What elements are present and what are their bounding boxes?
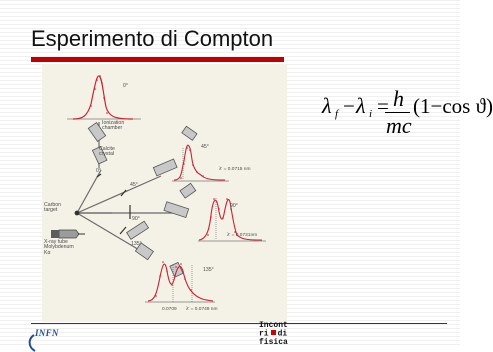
detector-135-box (126, 220, 150, 240)
incontri-logo-line-2-right: di (277, 329, 288, 339)
top-spectrum (67, 75, 141, 120)
carbon-target-marker (74, 210, 80, 216)
xray-tube-body (58, 229, 80, 239)
slit-135-degree (119, 226, 127, 235)
compton-equation: λ f − λ i = h mc (1−cos ϑ) (322, 86, 493, 138)
detector-boxes (87, 122, 198, 278)
top-angle-label: 0° (123, 83, 128, 89)
source-rays (76, 122, 174, 255)
graph-45-detector (181, 125, 198, 141)
equation-lambda-initial: λ (356, 93, 366, 118)
spectrum-135-points (155, 261, 192, 297)
top-spectrum-curve (72, 75, 134, 120)
infn-logo: INFN (27, 327, 65, 352)
equation-lambda-final: λ (322, 93, 332, 118)
footer-rule (31, 323, 447, 324)
spectrum-45 (172, 144, 229, 182)
equation-denominator: mc (386, 113, 412, 138)
infn-logo-text: INFN (35, 328, 59, 338)
incontri-logo-line-3: fisica (259, 338, 288, 348)
equation-equals-sign: = (377, 94, 389, 118)
detector-45-box (152, 158, 178, 177)
xray-tube-cap (51, 230, 59, 238)
equation-numerator: h (393, 86, 404, 111)
ray-to-ionization-chamber (76, 169, 102, 214)
forty-five-angle-label: 45° (130, 182, 138, 188)
incontri-red-square-icon (270, 330, 276, 336)
ninety-angle-label: 90° (132, 216, 140, 222)
equation-bracket-term: (1−cos ϑ) (413, 94, 493, 118)
graph-45-wavelength-label: λ' = 0.0715 nm (219, 167, 251, 172)
incontri-logo-line-1: Incont (259, 321, 288, 330)
slide-title: Esperimento di Compton (31, 26, 274, 51)
infn-swoosh-icon (28, 334, 36, 352)
spectrum-90 (198, 198, 266, 242)
equation-initial-subscript: i (369, 108, 373, 120)
one-thirty-five-angle-label: 135° (131, 241, 142, 247)
graph-90-detector (179, 182, 197, 199)
bottom-axis-right-label: λ' = 0.0749 nm (186, 307, 218, 312)
equation-final-subscript: f (335, 108, 339, 120)
title-underline (31, 57, 284, 62)
ionization-chamber-box (87, 122, 107, 142)
incontri-logo-line-2-left: ri (259, 329, 269, 339)
graph-90-angle-label: 90° (230, 203, 238, 209)
spectrum-45-points (180, 147, 204, 179)
xray-tube-icon (51, 229, 85, 239)
detector-90-box (163, 201, 190, 218)
compton-experiment-figure: 0° Ionization chamber Calcite crystal 0°… (42, 64, 287, 322)
spectrum-90-curve (198, 198, 263, 241)
ray-45-degree (76, 175, 162, 214)
bottom-axis-left-label: 0.0709 (162, 307, 177, 312)
spectrum-135-curve (147, 263, 214, 302)
ray-135-degree (76, 212, 147, 255)
ionization-chamber-label: Ionization chamber (102, 120, 125, 132)
slits (96, 173, 131, 235)
slit-45-degree (120, 189, 127, 197)
top-spectrum-points (90, 75, 108, 114)
equation-minus-sign: − (343, 94, 355, 118)
spectrum-90-points (207, 198, 236, 236)
graph-135-angle-label: 135° (203, 267, 214, 273)
slit-zero-degree (96, 173, 102, 178)
spectrum-135 (145, 261, 215, 303)
figure-background (42, 64, 287, 322)
graph-45-angle-label: 45° (201, 144, 209, 150)
compton-apparatus-diagram (42, 64, 287, 322)
carbon-target-label: Carbon target (44, 202, 62, 214)
equation-fraction-bar (385, 112, 410, 113)
zero-angle-label: 0° (96, 168, 101, 174)
xray-source-label: X-ray tube Molybdenum Kα (44, 239, 74, 256)
graph-90-wavelength-label: λ' = 0.0731nm (227, 233, 258, 238)
calcite-crystal-label: Calcite crystal (99, 146, 115, 158)
calcite-crystal-box (91, 146, 108, 165)
lower-detector-box (134, 242, 154, 261)
